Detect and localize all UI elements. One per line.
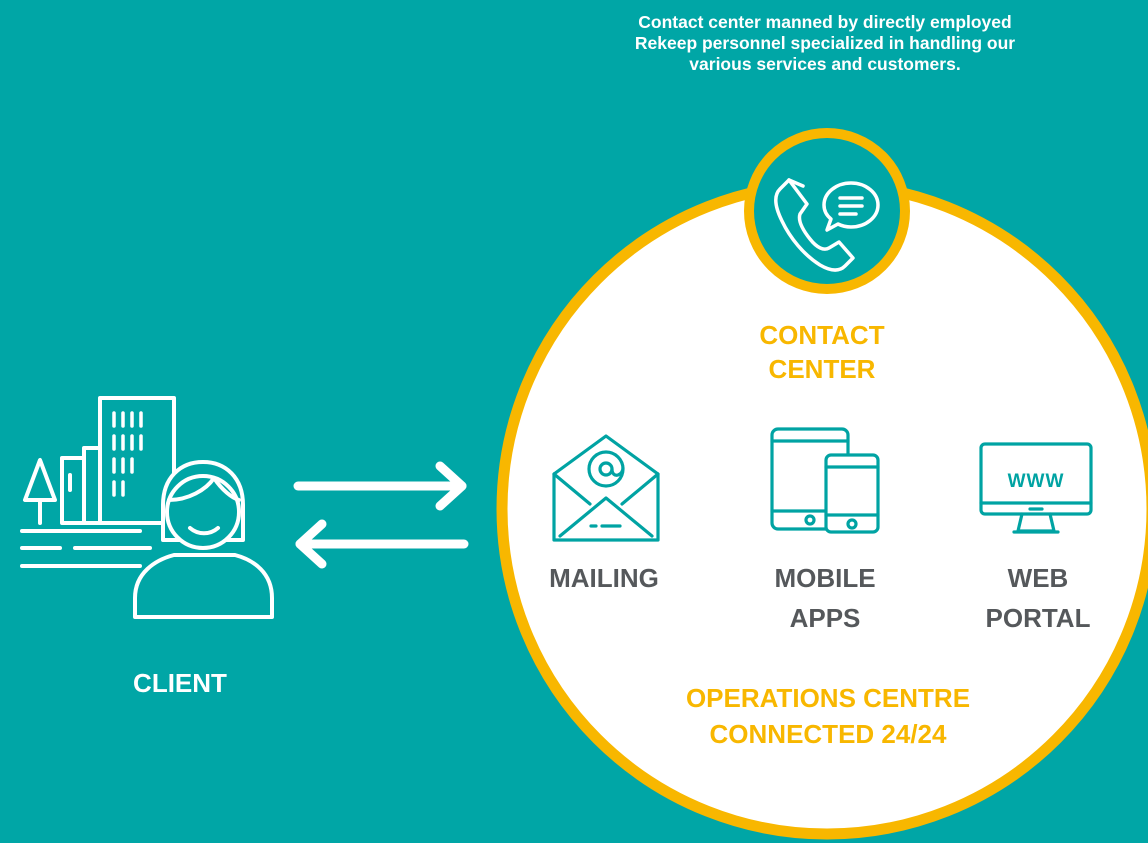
phone-chat-icon bbox=[774, 178, 880, 272]
monitor-www-icon bbox=[979, 442, 1093, 534]
person-icon bbox=[133, 460, 274, 619]
mobile-apps-label: MOBILE APPS bbox=[774, 563, 876, 633]
tablet-phone-icon bbox=[770, 427, 880, 534]
client-label: CLIENT bbox=[133, 668, 227, 698]
web-portal-label: WEB PORTAL bbox=[985, 563, 1091, 633]
client-city-person-icon bbox=[20, 396, 176, 568]
arrow-left-icon bbox=[295, 519, 469, 569]
operations-label: OPERATIONS CENTRE CONNECTED 24/24 bbox=[685, 683, 971, 749]
www-text: WWW bbox=[1008, 471, 1065, 492]
contact-center-badge bbox=[744, 128, 910, 294]
envelope-email-icon bbox=[552, 434, 660, 542]
intro-text: Contact center manned by directly employ… bbox=[634, 12, 1016, 74]
arrow-right-icon bbox=[293, 461, 467, 511]
mailing-label: MAILING bbox=[549, 563, 659, 593]
contact-center-label: CONTACT CENTER bbox=[759, 320, 885, 384]
